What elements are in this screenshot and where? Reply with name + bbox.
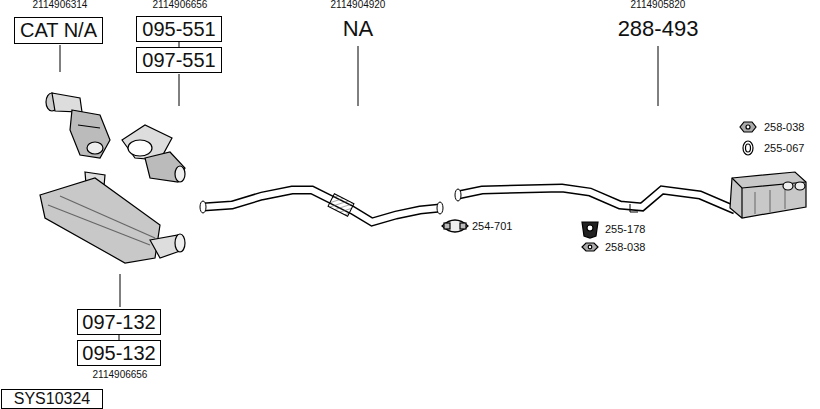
- part-number: 2114906656: [93, 370, 148, 380]
- particulate-filter: [40, 172, 185, 263]
- box-text: 095-551: [137, 19, 221, 39]
- box-text: 097-132: [78, 312, 160, 332]
- hardware-number: 258-038: [605, 242, 645, 253]
- part-box: 097-551: [136, 47, 222, 73]
- part-number: 2114906314: [33, 0, 88, 10]
- part-number: 2114905820: [631, 0, 686, 10]
- catalyst-1: [46, 93, 110, 158]
- box-text: SYS10324: [2, 391, 102, 407]
- box-text: 097-551: [137, 50, 221, 70]
- part-number: 2114904920: [331, 0, 386, 10]
- part-number: 2114906656: [153, 0, 208, 10]
- leader-lines: [60, 45, 658, 307]
- part-box: CAT N/A: [14, 17, 103, 44]
- part-box: 095-551: [136, 16, 222, 42]
- callout-number: 288-493: [618, 18, 699, 40]
- catalyst-2: [122, 125, 185, 182]
- hardware-icons: [442, 122, 756, 251]
- part-box: 097-132: [77, 309, 161, 335]
- rear-muffler: [730, 172, 806, 218]
- hardware-number: 258-038: [764, 122, 804, 133]
- box-text: CAT N/A: [15, 20, 102, 40]
- box-text: 095-132: [78, 343, 160, 363]
- hardware-number: 255-067: [764, 143, 804, 154]
- part-box: SYS10324: [1, 389, 103, 409]
- middle-pipe: [200, 190, 443, 222]
- callout-number: NA: [343, 18, 374, 40]
- hardware-number: 254-701: [472, 221, 512, 232]
- part-box: 095-132: [77, 340, 161, 366]
- hardware-number: 255-178: [605, 224, 645, 235]
- rear-pipe: [455, 188, 735, 212]
